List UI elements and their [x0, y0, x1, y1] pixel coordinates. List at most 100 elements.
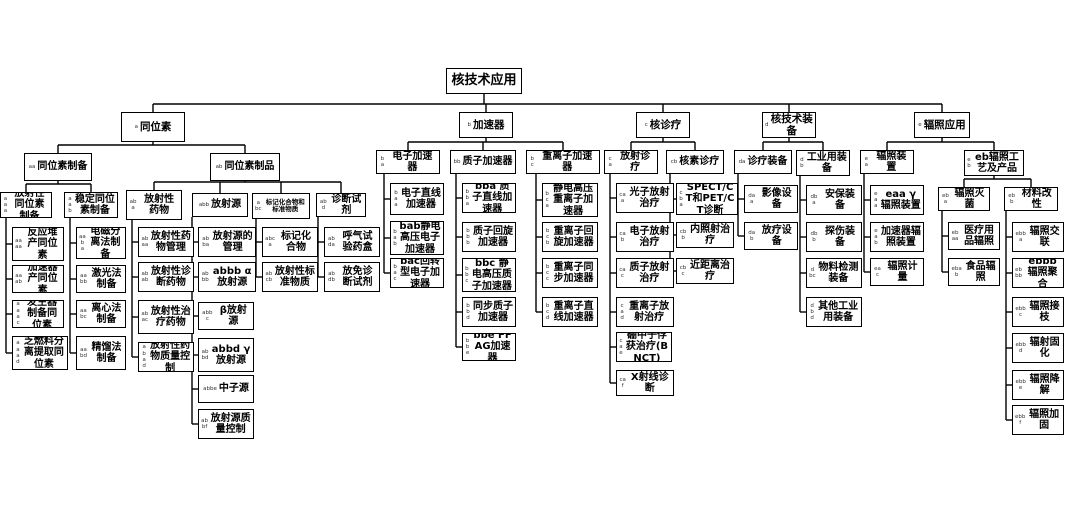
node-code: abab: [141, 270, 149, 283]
node-code: c: [644, 121, 648, 128]
node-code: abd: [319, 198, 327, 211]
node-label: eaa γ 辐照装置: [880, 188, 921, 212]
node-code: aaa: [3, 195, 8, 215]
node-code: aa: [28, 163, 36, 170]
node-label: 同位素制品: [224, 161, 275, 173]
node-label: 其他工业用装备: [818, 300, 859, 324]
node-label: 食品辐照: [965, 260, 996, 284]
node-label: SPECT/CT和PET/CT诊断: [685, 183, 735, 215]
node-code: cac: [619, 266, 626, 279]
node-label: 辐照计量: [887, 260, 918, 284]
node-label: 物料检测装备: [818, 261, 859, 285]
node-label: bba 质子直线加速器: [472, 183, 513, 213]
node-label: 加速器: [473, 118, 505, 131]
node-code: db: [800, 156, 804, 169]
node-label: 反应堆产同位素: [27, 227, 58, 261]
node-code: abdb: [328, 270, 335, 283]
node-label: 离心法制备: [91, 302, 122, 326]
node-label: 近距离治疗: [690, 259, 730, 283]
node-label: 静电高压重离子加速器: [553, 183, 594, 217]
node-code: bbe: [465, 337, 470, 357]
node-label: 诊疗装备: [747, 156, 788, 168]
node-code: abad: [142, 344, 146, 370]
node-code: aab: [68, 195, 72, 215]
node-code: abbf: [201, 417, 209, 430]
node-label: β放射源: [219, 304, 247, 328]
node-label: 放射性标准物质: [274, 265, 315, 289]
node-code: bb: [453, 158, 461, 165]
node-code: abac: [141, 310, 149, 323]
node-code: ebbc: [1015, 305, 1026, 318]
node-label: 标记化合物: [281, 230, 312, 254]
node-label: 探伤装备: [824, 225, 855, 249]
node-label: 影像设备: [761, 187, 792, 211]
node-code: aabd: [80, 346, 88, 359]
node-label: ebbb 辐照聚合: [1027, 258, 1058, 288]
node-label: 同位素: [139, 120, 172, 133]
node-code: eac: [874, 265, 881, 278]
node-label: 稳定同位素制备: [74, 193, 115, 217]
node-code: abca: [265, 235, 275, 248]
node-code: cba: [679, 189, 683, 209]
node-code: abbd: [201, 348, 209, 361]
node-label: 加速器产同位素: [27, 265, 58, 293]
node-code: aabb: [80, 272, 88, 285]
node-code: b: [467, 121, 472, 128]
node-code: bbc: [465, 265, 469, 285]
node-label: 辐照装置: [876, 150, 907, 173]
node-label: 激光法制备: [91, 267, 122, 291]
node-label: abbb α放射源: [212, 265, 252, 289]
node-code: abcb: [265, 270, 273, 283]
node-code: abbb: [201, 270, 209, 283]
node-code: baa: [394, 189, 398, 209]
node-label: 辐照接枝: [1029, 300, 1060, 324]
node-label: 精馏法制备: [91, 341, 122, 365]
node-label: 辐照加固: [1029, 408, 1060, 432]
node-label: 辐照应用: [923, 118, 966, 131]
node-label: 质子加速器: [462, 156, 513, 168]
node-label: 工业用装备: [806, 151, 847, 175]
